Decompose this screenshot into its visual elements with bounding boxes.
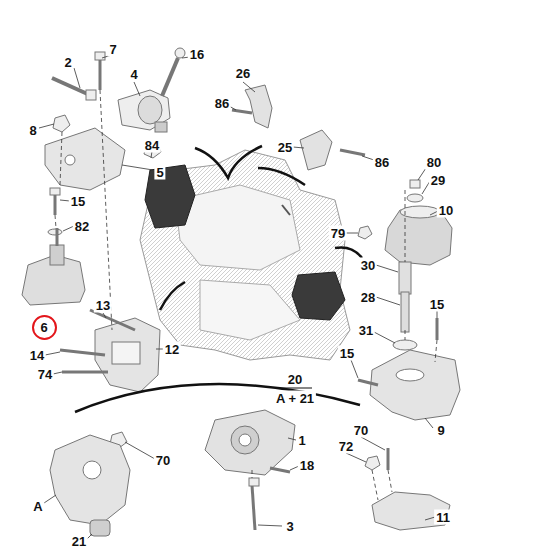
callout-number: 16 bbox=[188, 47, 206, 62]
callout-number: 82 bbox=[73, 219, 91, 234]
callout-number: 30 bbox=[359, 258, 377, 273]
callout-number: 31 bbox=[357, 323, 375, 338]
callout-number: 15 bbox=[338, 346, 356, 361]
callout-number: 25 bbox=[276, 140, 294, 155]
callout-number: 10 bbox=[437, 203, 455, 218]
callout-number: 7 bbox=[107, 42, 118, 57]
callout-number: 84 bbox=[143, 138, 161, 153]
callout-number: 70 bbox=[352, 423, 370, 438]
callout-number: 70 bbox=[154, 453, 172, 468]
callout-number: 15 bbox=[428, 297, 446, 312]
callout-number: 3 bbox=[284, 519, 295, 534]
callout-number: 74 bbox=[36, 367, 54, 382]
highlight-circle: 6 bbox=[32, 315, 57, 340]
callout-number: A + 21 bbox=[274, 391, 316, 406]
callout-number: 29 bbox=[429, 173, 447, 188]
callout-number: 8 bbox=[27, 123, 38, 138]
callout-number: 15 bbox=[69, 194, 87, 209]
callout-number: 1 bbox=[296, 433, 307, 448]
callout-number: 26 bbox=[234, 66, 252, 81]
callout-number: 12 bbox=[163, 342, 181, 357]
callout-number: 28 bbox=[359, 290, 377, 305]
callout-number: 86 bbox=[213, 96, 231, 111]
callout-number: 18 bbox=[298, 458, 316, 473]
callout-number: 80 bbox=[425, 155, 443, 170]
callout-number: 4 bbox=[128, 67, 139, 82]
callout-number: A bbox=[31, 499, 44, 514]
callout-number: 11 bbox=[434, 510, 452, 525]
callout-number: 79 bbox=[329, 226, 347, 241]
callout-number: 13 bbox=[94, 298, 112, 313]
callout-number: 9 bbox=[435, 423, 446, 438]
callout-number: 86 bbox=[373, 155, 391, 170]
callout-number: 14 bbox=[28, 348, 46, 363]
callout-number: 20 bbox=[286, 372, 304, 387]
callout-number: 72 bbox=[337, 439, 355, 454]
callout-number: 5 bbox=[154, 165, 165, 180]
callout-number: 6 bbox=[40, 321, 47, 334]
callout-number: 21 bbox=[70, 534, 88, 549]
callout-number: 2 bbox=[62, 55, 73, 70]
